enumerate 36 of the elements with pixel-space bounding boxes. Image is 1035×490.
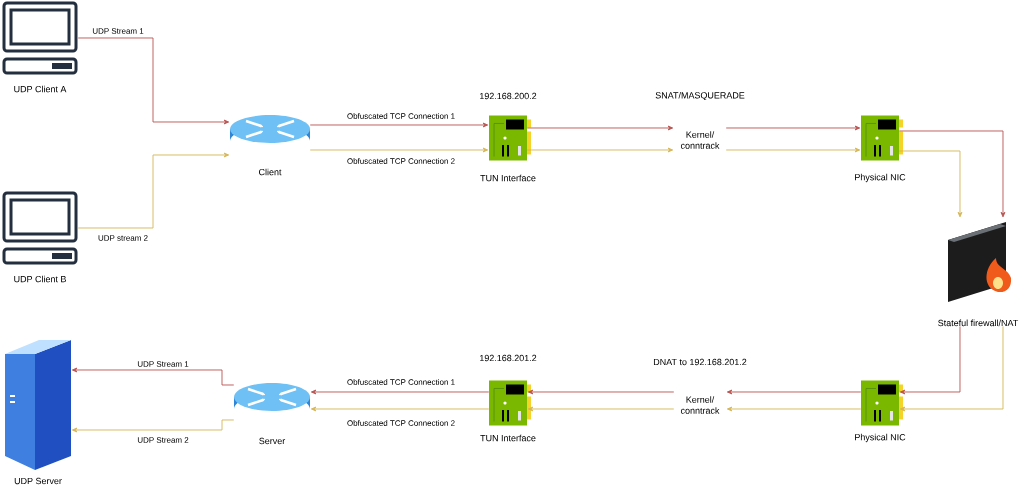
node-label: Server [259,437,286,445]
node-label: Client [259,168,282,176]
arrow [310,389,490,395]
arrow [309,122,489,128]
node-label: Stateful firewall/NAT [938,319,1019,327]
arrow [77,37,230,125]
node-label: UDP Server [14,477,62,485]
arrow [527,389,675,395]
arrow [899,325,961,395]
node-label: Physical NIC [855,173,906,183]
node-label: TUN Interface [480,434,536,442]
node-label: TUN Interface [480,174,536,182]
node-label: 192.168.200.2 [480,92,537,100]
node-label: Physical NIC [855,433,906,443]
node-label: SNAT/MASQUERADE [655,91,745,101]
arrow [899,325,1004,412]
node-label: UDP Client B [14,275,66,283]
arrow [309,147,489,153]
arrow [310,406,490,412]
node-label: Kernel/ conntrack [680,396,720,414]
arrow [77,152,230,229]
arrow [898,150,963,218]
node-label: DNAT to 192.168.201.2 [653,358,747,366]
node-label: Kernel/ conntrack [680,131,720,149]
node-label: UDP Client A [14,85,67,93]
arrow [526,125,674,131]
arrow [526,147,674,153]
arrow [71,419,235,433]
node-label: 192.168.201.2 [480,354,537,362]
arrow [527,406,675,412]
arrow [726,389,862,395]
arrow [898,130,1006,218]
arrow [71,367,235,386]
arrow [725,147,861,153]
arrow [726,406,862,412]
arrow [725,125,861,131]
